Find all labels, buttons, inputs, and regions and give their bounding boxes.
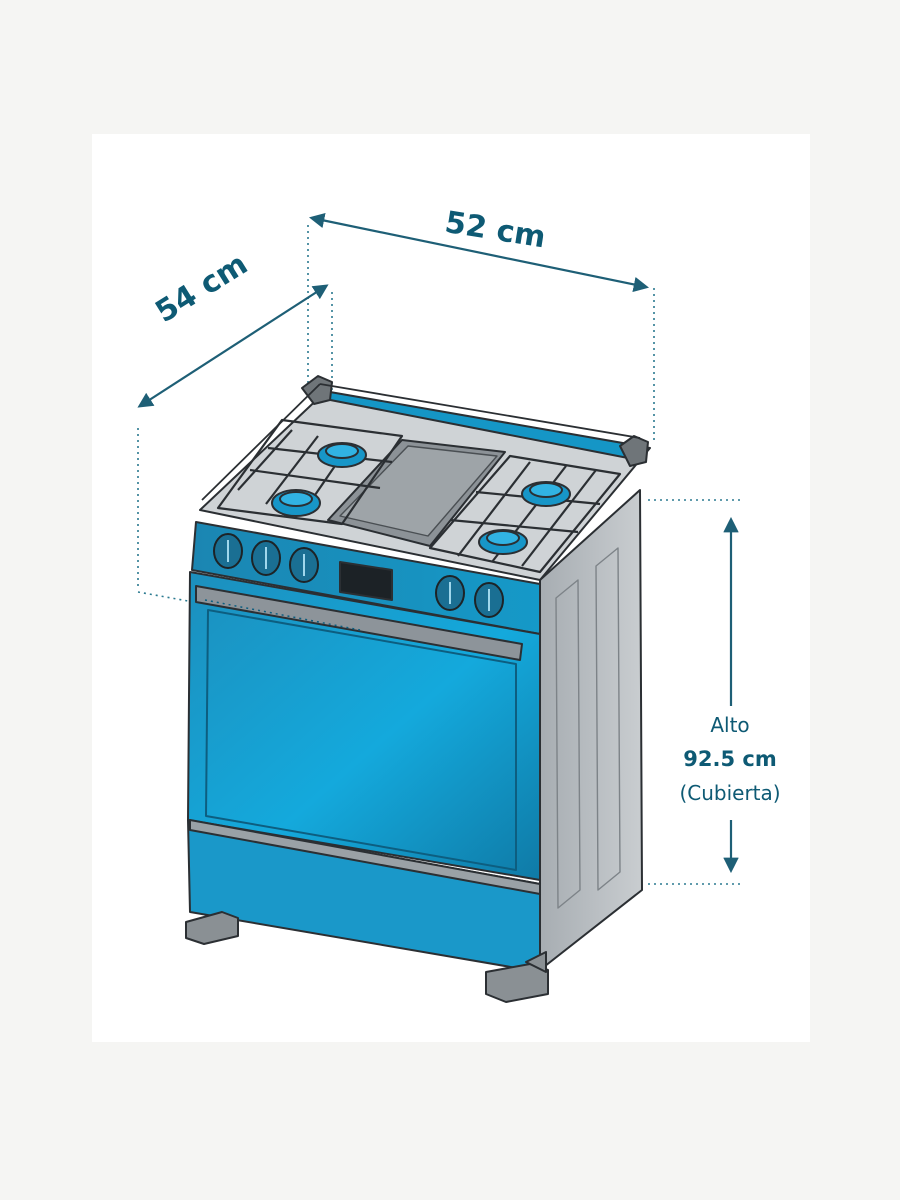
height-caption: Alto <box>710 713 750 737</box>
burner <box>478 529 528 555</box>
stove-foot <box>485 963 549 1003</box>
height-annotation: Alto 92.5 cm (Cubierta) <box>660 708 800 810</box>
oven-handle <box>195 585 523 661</box>
stove <box>185 375 651 1003</box>
display-panel <box>339 561 393 601</box>
height-value: 92.5 cm <box>683 747 777 771</box>
dimension-lines <box>137 212 740 885</box>
height-note: (Cubierta) <box>679 781 781 805</box>
burner <box>317 442 367 468</box>
burner <box>521 481 571 507</box>
burner <box>271 489 321 517</box>
dimension-arrow-width <box>308 212 650 293</box>
dimension-arrow-depth <box>137 284 329 408</box>
stove-foot <box>185 911 239 945</box>
